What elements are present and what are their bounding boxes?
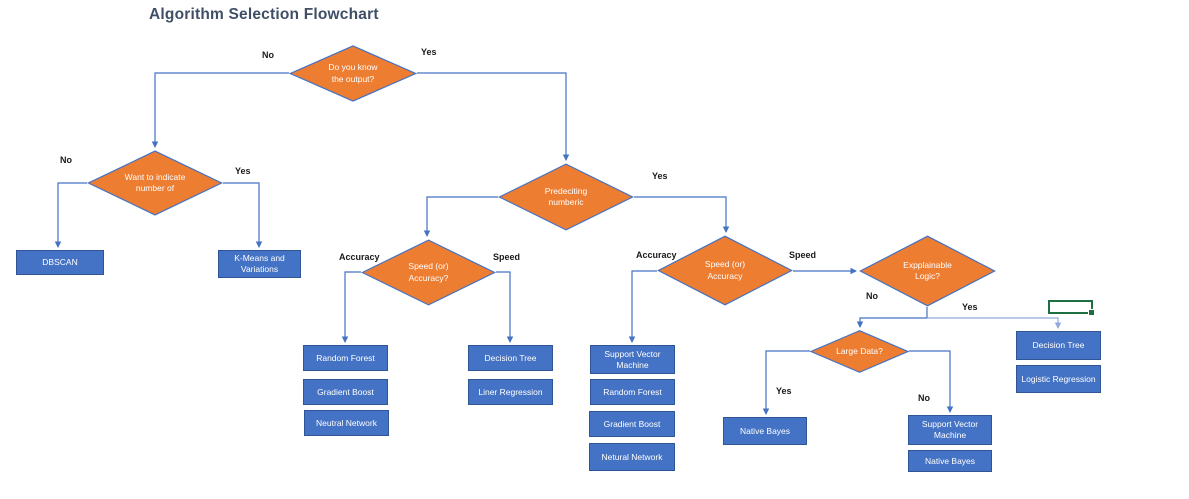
result-random-forest-1[interactable]: Random Forest	[303, 345, 388, 371]
decision-label: Speed (or) Accuracy?	[408, 261, 449, 283]
diamond-shape	[361, 239, 496, 306]
result-decision-tree-2[interactable]: Decision Tree	[1016, 331, 1101, 360]
result-random-forest-2[interactable]: Random Forest	[590, 379, 675, 405]
connector-d2-no	[54, 182, 87, 248]
decision-label: Speed (or) Accuracy	[704, 259, 746, 281]
connector-d3-left	[423, 196, 498, 237]
fill-handle[interactable]	[1088, 309, 1095, 316]
connector-d1-yes	[417, 72, 570, 161]
decision-label: Large Data?	[836, 345, 883, 356]
edge-label-d1-yes: Yes	[421, 47, 437, 57]
result-native-bayes-2[interactable]: Native Bayes	[908, 450, 992, 472]
result-gradient-boost-1[interactable]: Gradient Boost	[303, 379, 388, 405]
decision-label: Expplainable Logic?	[903, 259, 952, 281]
edge-label-d5-accuracy: Accuracy	[636, 250, 677, 260]
decision-speed-or-accuracy-2[interactable]: Speed (or) Accuracy	[657, 235, 793, 306]
result-kmeans[interactable]: K-Means and Variations	[218, 250, 301, 278]
result-native-bayes-1[interactable]: Native Bayes	[723, 417, 807, 445]
connector-d4-speed	[496, 271, 514, 343]
decision-speed-or-accuracy-1[interactable]: Speed (or) Accuracy?	[361, 239, 496, 306]
connector-d6-yes	[927, 317, 1062, 329]
connector-d4-accuracy	[341, 271, 361, 343]
result-logistic-regression[interactable]: Logistic Regression	[1016, 365, 1101, 393]
decision-large-data[interactable]: Large Data?	[810, 330, 909, 373]
result-decision-tree-1[interactable]: Decision Tree	[468, 345, 553, 371]
diamond-shape	[810, 330, 909, 373]
edge-label-d2-yes: Yes	[235, 166, 251, 176]
result-svm-1[interactable]: Support Vector Machine	[590, 345, 675, 374]
diamond-shape	[87, 150, 223, 216]
diamond-shape	[859, 235, 996, 307]
decision-label: Want to indicate number of	[124, 171, 186, 193]
decision-label: Do you know the output?	[328, 62, 378, 84]
decision-indicate-number[interactable]: Want to indicate number of	[87, 150, 223, 216]
result-svm-2[interactable]: Support Vector Machine	[908, 415, 992, 445]
result-gradient-boost-2[interactable]: Gradient Boost	[589, 411, 675, 437]
decision-label: Predeciting numberic	[544, 185, 588, 207]
decision-know-output[interactable]: Do you know the output?	[289, 45, 417, 102]
result-neutral-network[interactable]: Neutral Network	[304, 410, 389, 436]
connector-d7-yes	[762, 350, 810, 415]
edge-label-d3-yes: Yes	[652, 171, 668, 181]
decision-explainable-logic[interactable]: Expplainable Logic?	[859, 235, 996, 307]
edge-label-d1-no: No	[262, 50, 274, 60]
edge-label-d4-accuracy: Accuracy	[339, 252, 380, 262]
diamond-shape	[498, 163, 634, 231]
diamond-shape	[657, 235, 793, 306]
connector-d5-accuracy	[628, 270, 657, 343]
result-dbscan[interactable]: DBSCAN	[16, 250, 104, 275]
edge-label-d4-speed: Speed	[493, 252, 521, 262]
connector-d2-yes	[223, 182, 263, 248]
diamond-shape	[289, 45, 417, 102]
connector-d1-no	[151, 72, 289, 148]
edge-label-d5-speed: Speed	[789, 250, 817, 260]
edge-label-d6-yes: Yes	[962, 302, 978, 312]
edge-label-d7-yes: Yes	[776, 386, 792, 396]
cell-selection-box	[1048, 300, 1095, 316]
edge-label-d6-no: No	[866, 291, 878, 301]
result-liner-regression[interactable]: Liner Regression	[468, 379, 553, 405]
edge-label-d7-no: No	[918, 393, 930, 403]
connector-d6-no	[856, 307, 928, 328]
result-netural-network[interactable]: Netural Network	[589, 443, 675, 471]
connector-d3-yes	[634, 196, 730, 233]
connector-d7-no	[909, 350, 954, 413]
decision-predicting-numeric[interactable]: Predeciting numberic	[498, 163, 634, 231]
edge-label-d2-no: No	[60, 155, 72, 165]
flowchart-title: Algorithm Selection Flowchart	[149, 6, 379, 23]
